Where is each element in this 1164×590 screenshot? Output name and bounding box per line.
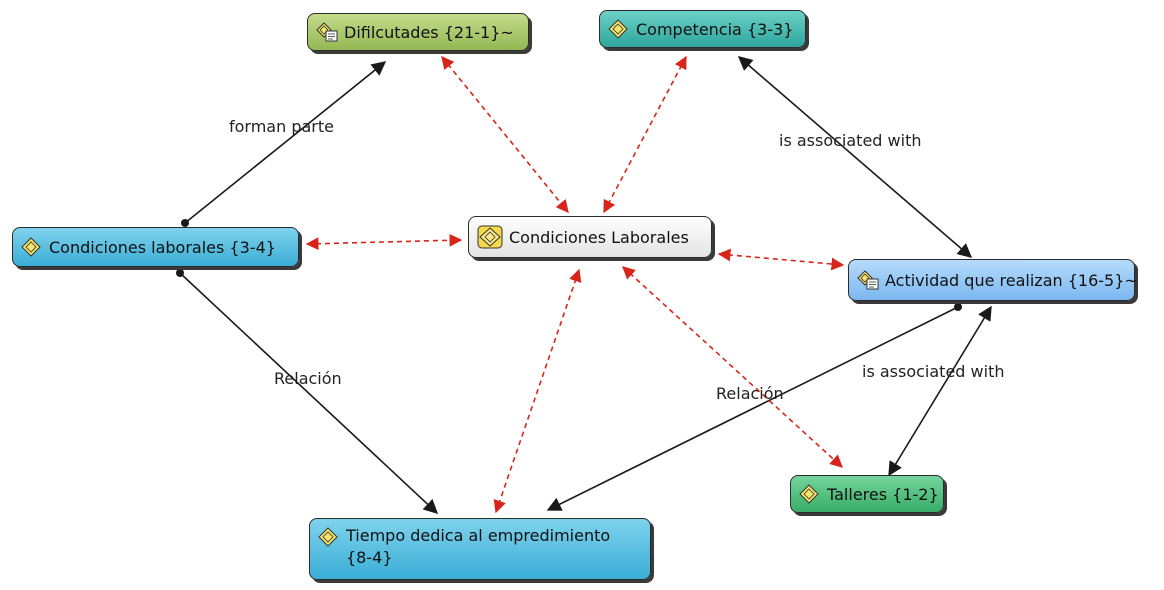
edge-center-left[interactable] [305,233,463,251]
node-label: Condiciones laborales {3-4} [49,237,276,257]
node-label: Condiciones Laborales [509,227,689,247]
node-label: Talleres {1-2} [827,484,939,504]
edge-label-relacion-left: Relación [274,369,342,388]
node-talleres[interactable]: Talleres {1-2} [790,475,944,513]
edge-is-associated-top[interactable] [737,56,973,258]
edge-label-forman-parte: forman parte [229,117,334,136]
node-tiempo[interactable]: Tiempo dedica al empredimiento {8-4} [309,518,651,580]
code-icon [318,527,340,547]
edge-center-talleres[interactable] [622,266,843,468]
node-label: Competencia {3-3} [636,19,794,39]
code-icon [608,19,630,39]
memo-code-icon [316,22,338,42]
edge-label-relacion-right: Relación [716,384,784,403]
edge-is-associated-bottom[interactable] [888,305,992,477]
edge-label-is-associated-top: is associated with [779,131,922,150]
edge-label-is-associated-bottom: is associated with [862,362,1005,381]
node-competencia[interactable]: Competencia {3-3} [599,10,806,48]
node-condiciones-laborales-center[interactable]: Condiciones Laborales [468,216,712,258]
edge-center-tiempo[interactable] [493,268,582,514]
edge-relacion-left[interactable] [176,269,439,514]
code-icon [21,237,43,257]
edge-center-actividad[interactable] [717,248,845,271]
node-label: Difilcutades {21-1}~ [344,22,514,42]
node-label: Actividad que realizan {16-5}~ [885,270,1138,290]
edge-center-competencia[interactable] [603,55,687,214]
code-icon [477,225,503,249]
memo-code-icon [857,270,879,290]
node-dificultades[interactable]: Difilcutades {21-1}~ [307,13,529,51]
code-icon [799,484,821,504]
node-condiciones-laborales-left[interactable]: Condiciones laborales {3-4} [12,227,299,267]
edge-center-dificultades[interactable] [441,56,569,213]
node-actividad[interactable]: Actividad que realizan {16-5}~ [848,259,1138,301]
edge-forman-parte[interactable] [181,61,387,227]
node-label: Tiempo dedica al empredimiento {8-4} [346,526,611,567]
